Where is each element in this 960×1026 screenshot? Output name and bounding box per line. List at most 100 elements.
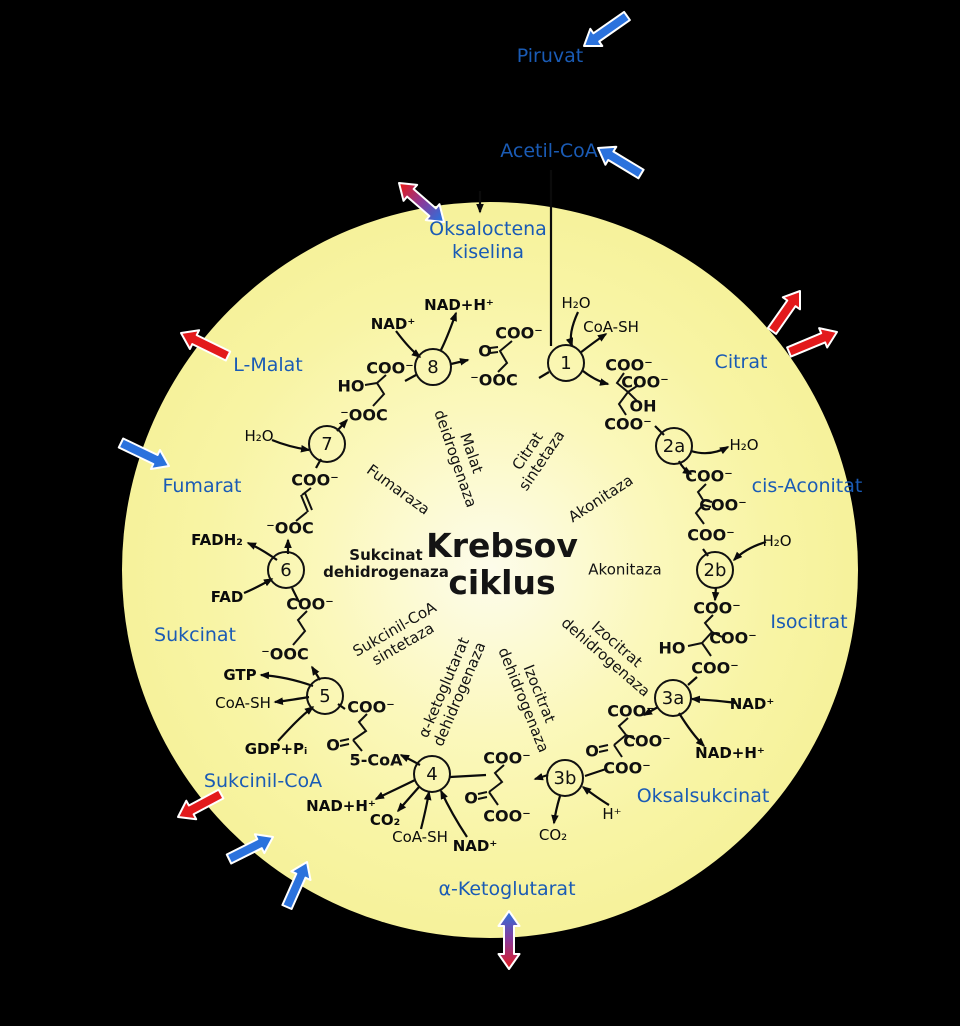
piruvat-in-arrow (583, 10, 631, 47)
cofactor-label-s7_h2o: H₂O (244, 427, 274, 445)
metabolite-label-alfa_ketoglutarat: α-Ketoglutarat (438, 878, 576, 900)
drawing-primitive (450, 358, 470, 366)
drawing-primitive (364, 374, 387, 407)
drawing-primitive (690, 446, 730, 455)
drawing-primitive (300, 492, 313, 513)
drawing-primitive (404, 374, 417, 382)
cofactor-label-s5_coash: CoA-SH (215, 694, 271, 712)
drawing-primitive (690, 695, 737, 705)
molecule-label-oxs_coo1: COO⁻ (607, 701, 655, 721)
step-circle-s7: 7 (308, 425, 346, 463)
cycle-background-circle (122, 202, 858, 938)
sukcinat-in-arrow-2 (281, 861, 312, 910)
lmalat-out-arrow (180, 329, 232, 362)
drawing-primitive (488, 764, 505, 806)
fumarat-in-arrow (117, 437, 170, 470)
cofactor-label-s2b_h2o: H₂O (762, 532, 792, 550)
enzyme-label-fumaraza: Fumaraza (363, 461, 433, 519)
drawing-primitive (565, 311, 579, 348)
cofactor-label-s3a_nadh: NAD+H⁺ (695, 744, 765, 762)
cofactor-label-s2a_h2o: H₂O (729, 436, 759, 454)
enzyme-line1: Sukcinat (349, 546, 423, 564)
metabolite-line1: Oksaloctena (429, 218, 547, 240)
metabolite-label-piruvat: Piruvat (516, 45, 584, 67)
drawing-primitive (711, 586, 720, 602)
molecule-label-aco_coo1: COO⁻ (685, 466, 733, 486)
step-circle-s5: 5 (306, 677, 344, 715)
molecule-label-oxs_coo2: COO⁻ (623, 731, 671, 751)
citrat-out-arrow-2 (786, 327, 838, 358)
ketoglutarat-exchange-arrow (497, 910, 521, 970)
reaction-arrows (243, 170, 767, 838)
drawing-primitive (440, 789, 468, 838)
molecule-bonds (292, 340, 723, 806)
title-line2: ciklus (448, 563, 556, 602)
drawing-primitive (702, 499, 713, 508)
acetilcoa-in-arrow (597, 145, 645, 180)
drawing-primitive (694, 483, 707, 525)
cofactor-label-s4_co2: CO₂ (369, 811, 401, 829)
cofactor-label-s4_nadh: NAD+H⁺ (306, 797, 376, 815)
metabolite-label-sukcinil_coa: Sukcinil-CoA (203, 770, 323, 792)
drawing-primitive (352, 713, 368, 752)
metabolite-label-oksalsukcinat: Oksalsukcinat (636, 785, 770, 807)
molecule-label-cit_coo1: COO⁻ (605, 355, 653, 375)
molecule-label-mal_ho: HO (337, 376, 365, 396)
drawing-primitive (687, 614, 723, 657)
molecule-label-cit_coo3: COO⁻ (604, 414, 652, 434)
step-circle-s3b: 3b (546, 759, 584, 797)
drawing-primitive (339, 738, 350, 747)
molecule-label-fum_coo1: COO⁻ (291, 470, 339, 490)
molecule-label-fum_ooc: ⁻OOC (266, 518, 314, 538)
metabolite-label-cis_aconitat: cis-Aconitat (751, 475, 863, 497)
drawing-primitive (613, 717, 636, 758)
cofactor-label-s3b_co2: CO₂ (538, 826, 568, 844)
molecule-label-cit_coo2: COO⁻ (621, 372, 669, 392)
molecule-label-mal_ooc: ⁻OOC (340, 405, 388, 425)
cofactor-label-s1_coash: CoA-SH (583, 318, 639, 336)
molecule-label-akg_coo2: COO⁻ (483, 806, 531, 826)
cofactor-label-s4_coash: CoA-SH (392, 828, 448, 846)
drawing-primitive (579, 333, 608, 354)
drawing-primitive (538, 371, 550, 379)
molecule-label-akg_coo1: COO⁻ (483, 748, 531, 768)
cofactor-label-s3a_nad: NAD⁺ (729, 695, 775, 713)
drawing-primitive (295, 487, 312, 522)
cofactor-label-s6_fad: FAD (210, 588, 244, 606)
cofactor-label-s8_nad: NAD⁺ (370, 315, 416, 333)
cofactor-label-s1_h2o: H₂O (561, 294, 591, 312)
step-circle-s3a: 3a (654, 679, 692, 717)
drawing-primitive (582, 370, 610, 386)
metabolite-label-citrat: Citrat (714, 351, 768, 373)
cofactor-label-s3b_h: H⁺ (602, 805, 622, 823)
step-circle-s6: 6 (267, 551, 305, 589)
molecule-label-oxs_o: O (585, 741, 599, 761)
metabolite-label-fumarat: Fumarat (162, 475, 242, 497)
metabolite-label-acetil_coa: Acetil-CoA (500, 140, 598, 162)
drawing-primitive (615, 372, 638, 416)
enzyme-label-akonitaza_b: Akonitaza (588, 561, 661, 579)
drawing-primitive (419, 790, 432, 830)
molecule-label-suc_coo1: COO⁻ (286, 594, 334, 614)
molecule-label-iso_coo3: COO⁻ (691, 658, 739, 678)
drawing-primitive (489, 346, 499, 354)
step-circle-s2a: 2a (655, 427, 693, 465)
drawing-primitive (581, 786, 610, 806)
step-circle-s1: 1 (547, 344, 585, 382)
cofactor-label-s5_gdp: GDP+Pᵢ (244, 740, 308, 758)
oksaloctena-exchange-arrow (398, 182, 445, 223)
molecule-label-scoa_o: O (326, 735, 340, 755)
metabolite-line2: kiselina (451, 241, 525, 263)
drawing-primitive (732, 540, 767, 562)
drawing-primitive (497, 340, 513, 373)
step-circle-s8: 8 (414, 348, 452, 386)
molecule-label-aco_coo3: COO⁻ (687, 525, 735, 545)
drawing-primitive (277, 706, 315, 742)
